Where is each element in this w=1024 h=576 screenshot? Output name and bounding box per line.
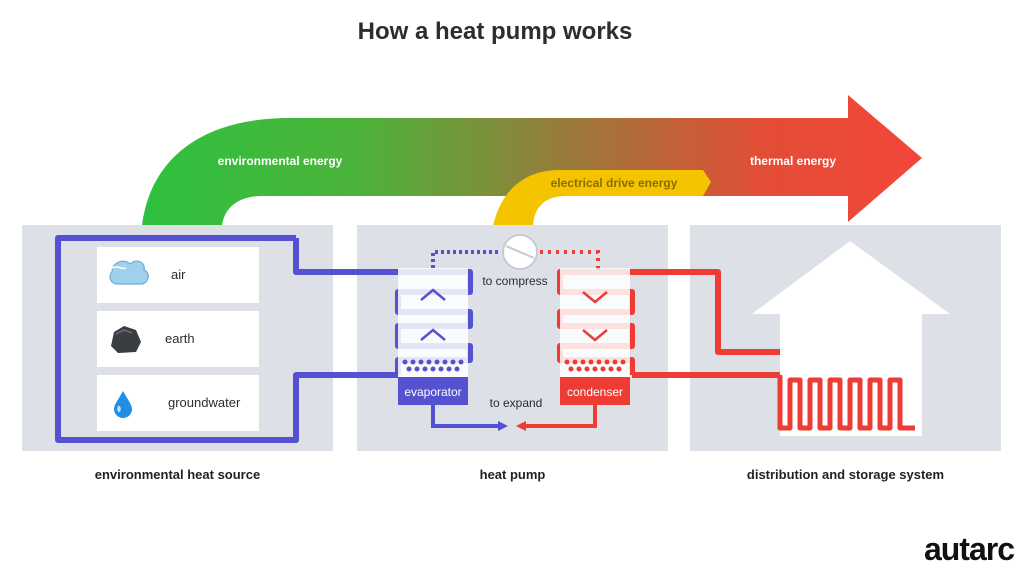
condenser-label: condenser	[567, 385, 623, 399]
evaporator-fins	[402, 359, 464, 372]
evaporator-up-arrows	[420, 288, 446, 341]
condenser-fins	[564, 359, 626, 372]
environmental-energy-label: environmental energy	[218, 154, 343, 168]
expansion-arrow-cold	[498, 421, 508, 431]
expansion-arrow-hot	[516, 421, 526, 431]
compressor-line-hot	[540, 250, 600, 270]
source-label-air: air	[171, 267, 186, 282]
section-label-distribution: distribution and storage system	[746, 467, 945, 482]
section-label-pump: heat pump	[479, 467, 546, 482]
source-label-earth: earth	[165, 331, 195, 346]
source-loop-pipe	[55, 235, 398, 443]
water-drop-icon	[114, 391, 132, 418]
condenser-body	[560, 268, 630, 378]
brand-logo: autarc	[923, 531, 1015, 567]
page-title: How a heat pump works	[357, 18, 633, 45]
electrical-arrow-shape	[493, 170, 711, 226]
energy-arrow-shape	[142, 95, 922, 226]
compress-label: to compress	[482, 274, 547, 288]
expand-label: to expand	[490, 396, 543, 410]
condenser-down-arrows	[582, 291, 608, 342]
source-outlet-pipe	[293, 238, 473, 282]
source-label-groundwater: groundwater	[168, 395, 241, 410]
compressor-line-cold	[431, 250, 500, 268]
electrical-energy-label: electrical drive energy	[551, 176, 678, 190]
thermal-energy-label: thermal energy	[750, 154, 836, 168]
rock-icon	[111, 326, 141, 353]
evaporator-label: evaporator	[404, 385, 461, 399]
evaporator-badge	[398, 377, 468, 405]
wind-icon	[109, 260, 149, 285]
evaporator-body	[398, 268, 468, 378]
expansion-line-hot	[526, 405, 597, 428]
expansion-line-cold	[431, 405, 498, 428]
section-label-source: environmental heat source	[94, 467, 261, 482]
underfloor-heating-coil	[777, 375, 915, 431]
condenser-badge	[560, 377, 630, 405]
